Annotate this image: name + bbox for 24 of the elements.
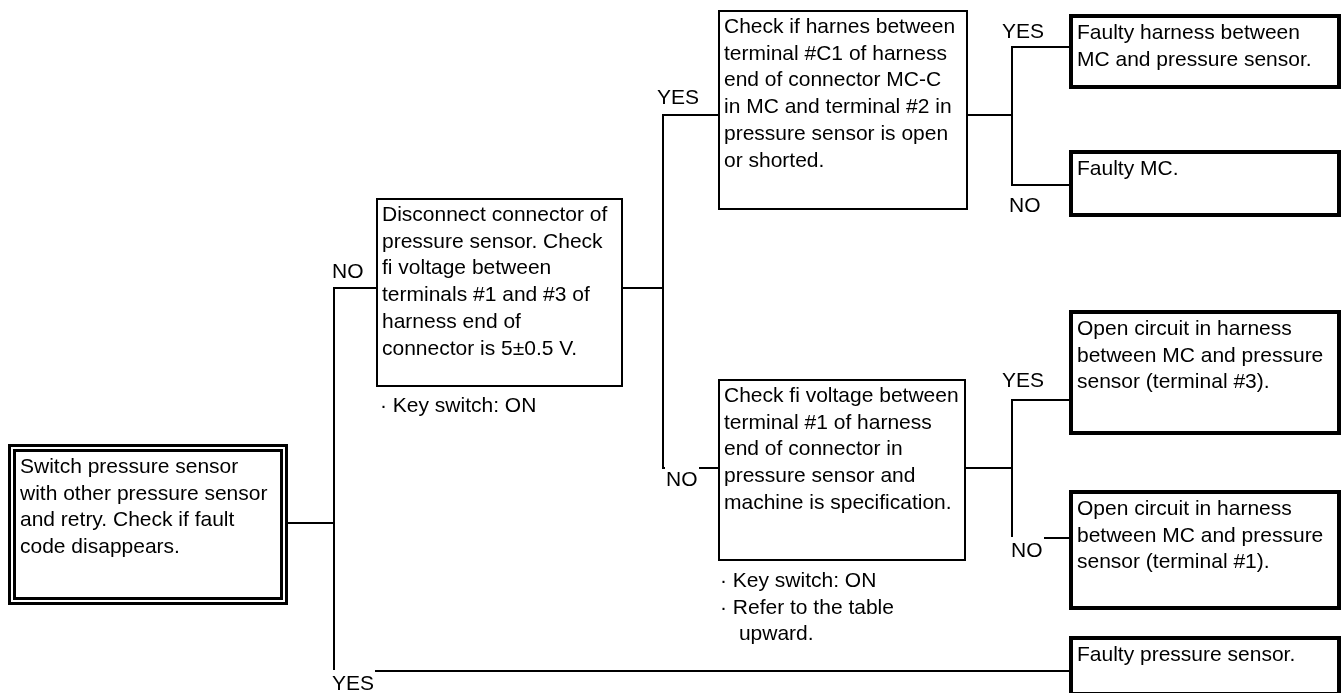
connector-line (622, 287, 719, 469)
result-box (1069, 150, 1341, 217)
condition-note: · Key switch: ON (380, 392, 538, 418)
result-box (1069, 636, 1341, 693)
box-text: Disconnect connector of pressure sensor. Check fi voltage between terminals #1 and #3 of harness end of connector is 5±0.5 V. (381, 201, 609, 361)
box-text: Faulty harness between MC and pressure sensor. (1076, 19, 1313, 72)
connector-line (967, 114, 1070, 186)
condition-note: · Key switch: ON (720, 567, 878, 593)
check-box (718, 379, 966, 561)
box-text: Faulty pressure sensor. (1076, 641, 1297, 667)
box-text: Faulty MC. (1076, 155, 1180, 181)
start-box (8, 444, 288, 605)
result-box (1069, 14, 1341, 89)
check-box (718, 10, 968, 210)
box-text: Open circuit in harness between MC and pressure sensor (terminal #1). (1076, 495, 1325, 575)
result-box (1069, 310, 1341, 435)
check-box (376, 198, 623, 387)
box-text: Open circuit in harness between MC and pressure sensor (terminal #3). (1076, 315, 1325, 395)
condition-note: · Refer to the table upward. (720, 593, 895, 647)
result-box (1069, 490, 1341, 610)
box-text: Check if harnes between terminal #C1 of harness end of connector MC-C in MC and terminal #2 in pressure sensor is open or shorted. (723, 13, 957, 173)
edge-label: YES (331, 670, 376, 693)
box-text: Switch pressure sensor with other pressure sensor and retry. Check if fault code disappears. (19, 453, 269, 560)
box-text: Check fi voltage between terminal #1 of harness end of connector in pressure sensor and machine is specification. (723, 382, 960, 515)
